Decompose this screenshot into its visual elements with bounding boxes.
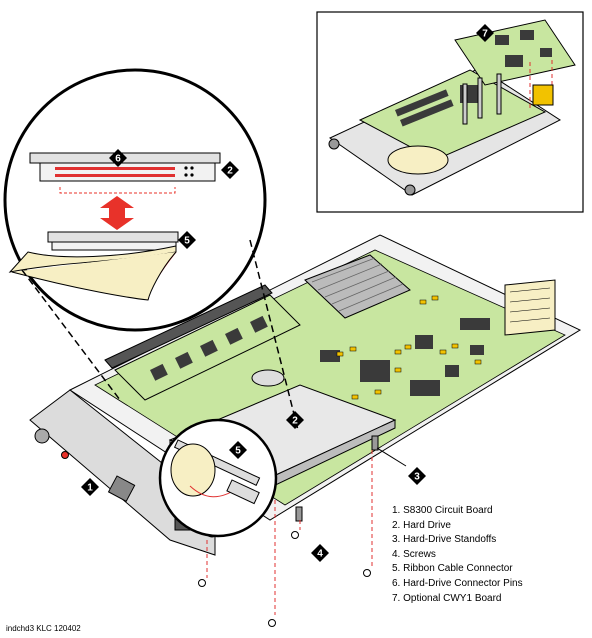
svg-text:2: 2 xyxy=(227,166,233,177)
legend-item: 2. Hard Drive xyxy=(392,519,451,531)
legend-item: 7. Optional CWY1 Board xyxy=(392,592,502,604)
svg-text:6: 6 xyxy=(115,154,121,165)
figure-caption: indchd3 KLC 120402 xyxy=(6,624,81,633)
connector-magnifier xyxy=(3,68,267,332)
magnifier-leaders xyxy=(21,239,299,431)
callout-5-magnifier: 5 xyxy=(178,231,196,249)
legend-item: 1. S8300 Circuit Board xyxy=(392,505,493,516)
callout-6: 6 xyxy=(109,149,127,167)
callout-2-board: 2 xyxy=(286,411,304,429)
svg-text:2: 2 xyxy=(292,416,298,427)
callout-7: 7 xyxy=(476,24,494,42)
svg-text:4: 4 xyxy=(317,549,323,560)
inset-optional-board xyxy=(316,11,584,213)
svg-text:3: 3 xyxy=(414,472,420,483)
callout-3: 3 xyxy=(408,467,426,485)
svg-text:5: 5 xyxy=(235,446,241,457)
svg-text:7: 7 xyxy=(482,29,488,40)
legend-item: 3. Hard-Drive Standoffs xyxy=(392,534,497,546)
cable-magnifier xyxy=(158,418,278,538)
legend-item: 5. Ribbon Cable Connector xyxy=(392,563,513,575)
callout-5-small: 5 xyxy=(229,441,247,459)
callouts: 1 2 2 3 4 5 5 6 7 xyxy=(81,24,494,562)
legend: 1. S8300 Circuit Board 2. Hard Drive 3. … xyxy=(392,504,523,606)
svg-text:1: 1 xyxy=(87,483,93,494)
svg-text:5: 5 xyxy=(184,236,190,247)
callout-1: 1 xyxy=(81,478,99,496)
callout-2-magnifier: 2 xyxy=(221,161,239,179)
legend-item: 4. Screws xyxy=(392,548,436,560)
legend-item: 6. Hard-Drive Connector Pins xyxy=(392,577,523,589)
callout-4: 4 xyxy=(311,544,329,562)
